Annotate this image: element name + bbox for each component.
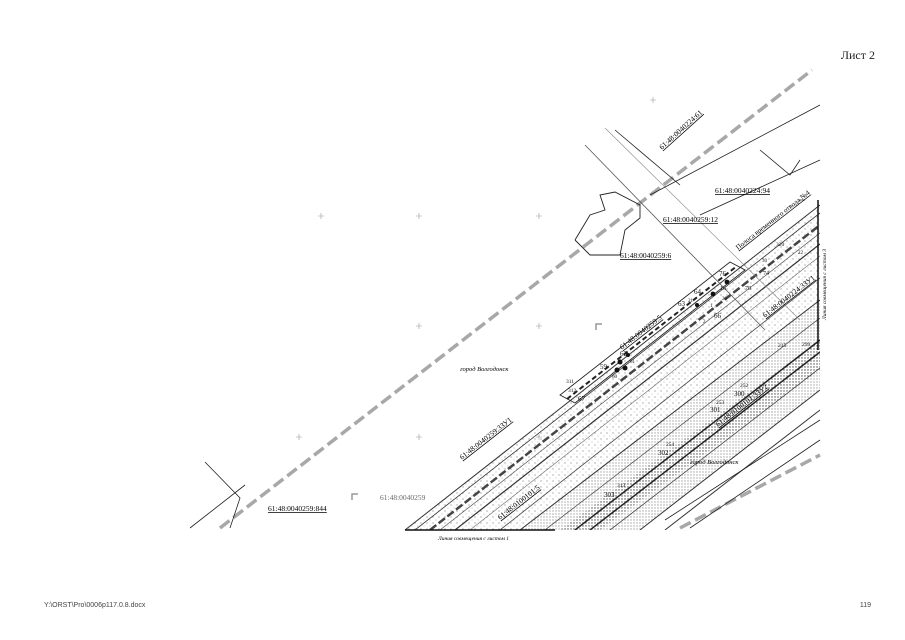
- point-252: 252: [740, 383, 749, 389]
- match-line-bottom: Линия совмещения с листом 1: [437, 536, 509, 542]
- point-74: 74: [763, 271, 769, 277]
- point-215: 215: [778, 343, 787, 349]
- point-22: 22: [798, 251, 804, 256]
- point-303: 303: [604, 491, 615, 499]
- point-320: 320: [776, 242, 785, 248]
- point-62: 62: [620, 350, 628, 358]
- point-30: 30: [762, 259, 768, 264]
- point-21: 21: [688, 299, 694, 304]
- city-label-nw: город Волгодонск: [460, 366, 509, 373]
- dashed-boundary-se: [679, 453, 821, 530]
- crossing-road-a: [584, 144, 766, 331]
- city-label-se: город Волгодонск: [690, 459, 739, 466]
- point-300: 300: [734, 390, 745, 398]
- point-76: 76: [719, 270, 727, 278]
- point-63: 63: [678, 300, 686, 308]
- point-1: 1: [710, 304, 713, 309]
- point-313: 313: [617, 483, 626, 489]
- parcel-label-p4: 61:48:0040259:6: [620, 251, 672, 260]
- building-outline: [574, 191, 641, 256]
- file-path: Y:\ORST\Pro\0006p117.0.8.docx: [44, 602, 146, 609]
- point-64: 64: [694, 288, 702, 296]
- parcel-label-p1: 61:48:0040224:61: [657, 108, 704, 152]
- parcel-label-p3: 61:48:0040259:12: [663, 215, 718, 224]
- point-16: 16: [720, 286, 726, 292]
- road-corridor: [404, 204, 820, 530]
- point-253: 253: [716, 400, 725, 406]
- point-67: 67: [578, 395, 586, 403]
- point-2: 2: [703, 320, 706, 325]
- match-line-right: Линия совмещения с листом 3: [822, 249, 828, 321]
- point-66: 66: [714, 312, 722, 320]
- parcel-label-p7: 61:48:0040259:844: [268, 504, 327, 513]
- sheet-label: Лист 2: [840, 48, 875, 62]
- point-302: 302: [658, 449, 669, 457]
- parcel-label-p2: 61:48:0040224:94: [715, 186, 770, 195]
- point-60: 60: [612, 375, 618, 380]
- point-254: 254: [666, 442, 675, 448]
- parcel-label-p8: 61:48:0040259: [380, 493, 426, 502]
- dashed-boundary-nw: [218, 68, 814, 530]
- point-301: 301: [710, 406, 721, 414]
- point-312: 312: [568, 388, 577, 394]
- point-311: 311: [566, 379, 574, 385]
- point-70: 70: [745, 286, 751, 292]
- point-299: 299: [802, 342, 811, 348]
- point-20: 20: [722, 297, 728, 302]
- page-number: 119: [859, 602, 871, 609]
- crossing-road-b: [604, 127, 801, 321]
- temporary-zone: [559, 261, 746, 404]
- point-59: 59: [600, 363, 608, 371]
- point-61: 61: [630, 360, 636, 365]
